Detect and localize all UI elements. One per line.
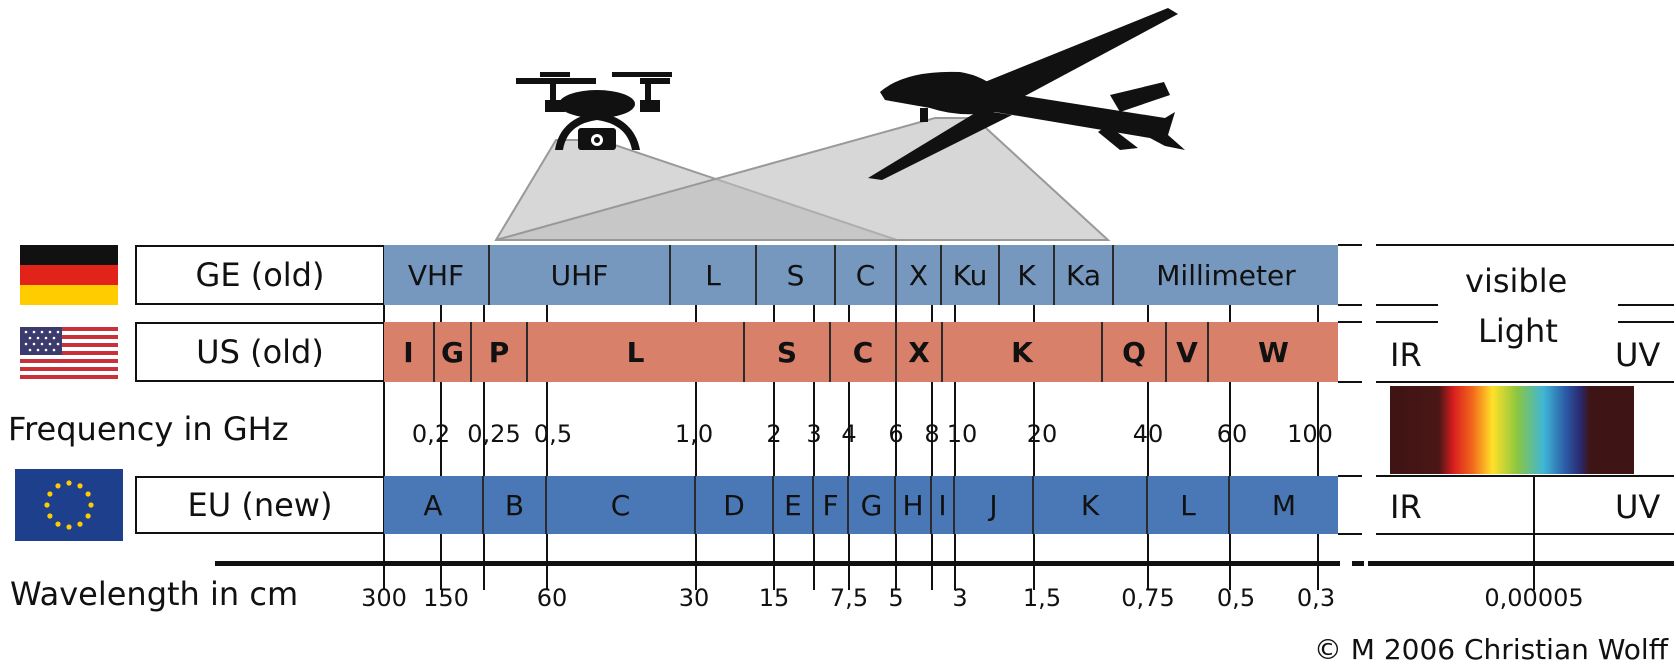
eu-row-label-text: EU (new) xyxy=(187,486,333,524)
eu-band: B xyxy=(484,476,547,534)
eu-star xyxy=(47,513,53,519)
visible-spectrum-bar xyxy=(1390,386,1634,474)
wavelength-tick: 0,75 xyxy=(1121,584,1175,612)
us-row-label-text: US (old) xyxy=(196,333,324,371)
eu-star xyxy=(66,480,72,486)
eu-band: H xyxy=(896,476,932,534)
ge-band: K xyxy=(1000,245,1055,305)
light-wavelength-tick: 0,00005 xyxy=(1484,584,1584,612)
ge-band: Millimeter xyxy=(1114,245,1338,305)
ge-band: UHF xyxy=(490,245,671,305)
frequency-tick: 8 xyxy=(924,420,940,448)
frequency-tick: 100 xyxy=(1287,420,1333,448)
drone-icon xyxy=(516,72,672,150)
eu-flag-icon xyxy=(15,469,123,541)
aircraft-icon xyxy=(868,8,1185,180)
eu-star xyxy=(85,491,91,497)
eu-band: L xyxy=(1148,476,1230,534)
wavelength-tick: 0,3 xyxy=(1296,584,1336,612)
ge-band: X xyxy=(897,245,942,305)
usa-flag-icon xyxy=(20,327,118,379)
eu-star xyxy=(85,513,91,519)
wavelength-axis-line xyxy=(215,561,1340,566)
eu-band: I xyxy=(932,476,955,534)
aircraft-beam xyxy=(495,117,1111,241)
ge-band: Ka xyxy=(1055,245,1114,305)
wavelength-tick: 0,5 xyxy=(1216,584,1256,612)
frequency-tick: 6 xyxy=(888,420,904,448)
eu-band: E xyxy=(774,476,814,534)
us-band: P xyxy=(472,322,528,382)
eu-band: D xyxy=(696,476,774,534)
frequency-tick: 40 xyxy=(1132,420,1164,448)
us-band: W xyxy=(1209,322,1338,382)
ge-row-label-text: GE (old) xyxy=(195,256,325,294)
ge-band: C xyxy=(836,245,897,305)
eu-band: C xyxy=(547,476,696,534)
frequency-tick: 20 xyxy=(1026,420,1058,448)
eu-star xyxy=(44,502,50,508)
us-band: C xyxy=(831,322,897,382)
frequency-tick: 4 xyxy=(841,420,857,448)
us-band: I xyxy=(384,322,435,382)
eu-band: G xyxy=(849,476,896,534)
us-band: V xyxy=(1167,322,1209,382)
frequency-tick: 10 xyxy=(946,420,978,448)
ge-band: S xyxy=(757,245,836,305)
us-band: X xyxy=(897,322,943,382)
wavelength-row-label: Wavelength in cm xyxy=(10,575,299,613)
frequency-tick: 1,0 xyxy=(674,420,714,448)
us-band: K xyxy=(943,322,1103,382)
wavelength-tick: 300 xyxy=(361,584,407,612)
us-band: Q xyxy=(1103,322,1167,382)
ge-band: Ku xyxy=(942,245,1000,305)
ge-band: VHF xyxy=(384,245,490,305)
wavelength-tick: 150 xyxy=(423,584,469,612)
wavelength-tick: 30 xyxy=(678,584,710,612)
eu-star xyxy=(55,483,61,489)
ir-label-bottom: IR xyxy=(1390,488,1422,526)
ge-band: L xyxy=(671,245,757,305)
light-block-lines xyxy=(1376,244,1674,590)
germany-flag-icon xyxy=(20,245,118,305)
eu-band: M xyxy=(1230,476,1338,534)
frequency-tick: 2 xyxy=(766,420,782,448)
wavelength-tick: 3 xyxy=(952,584,968,612)
wavelength-tick: 15 xyxy=(758,584,790,612)
eu-row-label: EU (new) xyxy=(135,476,385,534)
frequency-tick: 0,2 xyxy=(411,420,451,448)
eu-star xyxy=(77,483,83,489)
visible-light-title-line2: Light xyxy=(1478,312,1558,350)
eu-star xyxy=(88,502,94,508)
ir-label-top: IR xyxy=(1390,336,1422,374)
eu-star xyxy=(47,491,53,497)
frequency-tick: 3 xyxy=(806,420,822,448)
copyright-text: © M 2006 Christian Wolff xyxy=(1313,633,1668,666)
eu-band: F xyxy=(814,476,849,534)
visible-light-title-line1: visible xyxy=(1465,262,1568,300)
us-band: G xyxy=(435,322,472,382)
eu-band: K xyxy=(1034,476,1148,534)
eu-band: A xyxy=(384,476,484,534)
eu-band: J xyxy=(955,476,1034,534)
frequency-row-label: Frequency in GHz xyxy=(8,410,289,448)
wavelength-tick: 5 xyxy=(888,584,904,612)
frequency-tick: 0,25 xyxy=(467,420,521,448)
uv-label-top: UV xyxy=(1615,336,1661,374)
eu-star xyxy=(77,521,83,527)
us-row-label: US (old) xyxy=(135,322,385,382)
wavelength-tick: 1,5 xyxy=(1022,584,1062,612)
eu-star xyxy=(66,524,72,530)
eu-star xyxy=(55,521,61,527)
frequency-tick: 60 xyxy=(1216,420,1248,448)
uv-label-bottom: UV xyxy=(1615,488,1661,526)
frequency-tick: 0,5 xyxy=(533,420,573,448)
us-band: S xyxy=(745,322,831,382)
ge-row-label: GE (old) xyxy=(135,245,385,305)
us-band: L xyxy=(528,322,745,382)
wavelength-tick: 60 xyxy=(536,584,568,612)
wavelength-tick: 7,5 xyxy=(829,584,869,612)
